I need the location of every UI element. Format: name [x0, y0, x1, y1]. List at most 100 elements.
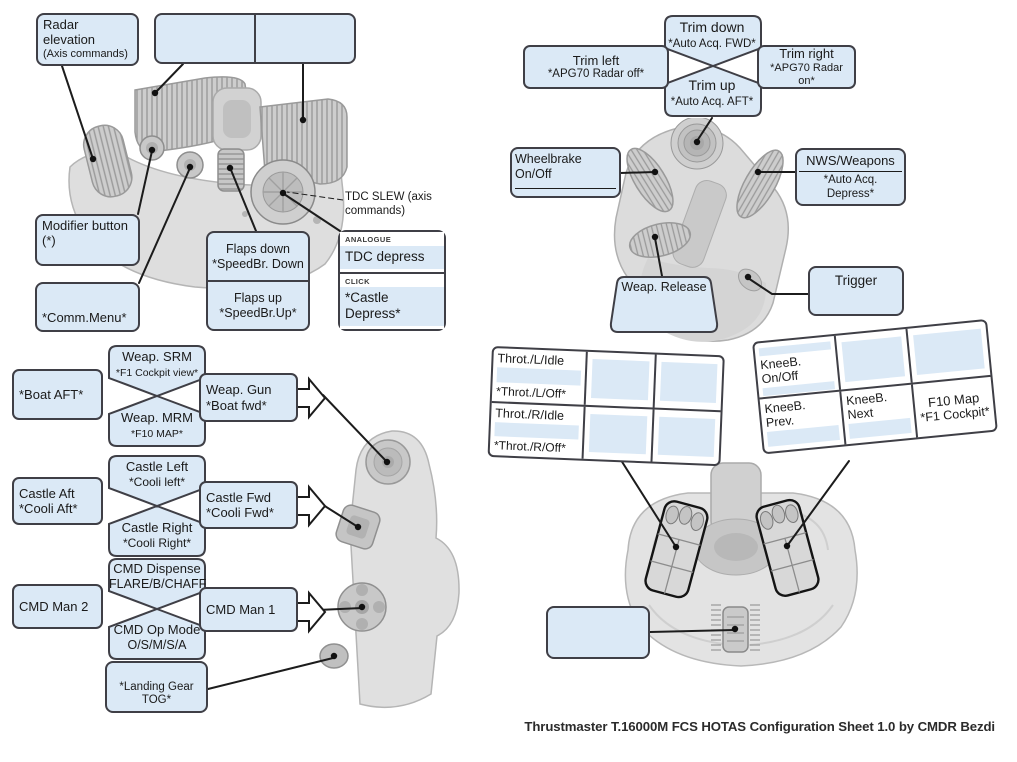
cmd-hat-right: CMD Man 1: [199, 587, 298, 632]
cmd-hat-cluster: CMD Man 2 CMD Man 1 CMD Dispense FLARE/B…: [12, 557, 342, 663]
cmd-hat-up-label: CMD Dispense: [113, 561, 201, 576]
landing-gear-label: *Landing Gear TOG*: [119, 680, 194, 707]
nws-weapons-sub: *Auto Acq. Depress*: [823, 174, 878, 200]
castle-depress-label: *Castle Depress*: [340, 287, 444, 327]
radar-elevation-callout: Radar elevation (Axis commands): [36, 13, 139, 66]
castle-hat-up-label: Castle Left: [125, 459, 189, 474]
throttle-left-off-label: *Throt./L/Off*: [495, 383, 567, 401]
callout-arrow-icon: [296, 376, 327, 420]
cmd-hat-down: CMD Op Mode O/S/M/S/A: [109, 622, 205, 652]
analogue-header: ANALOGUE: [345, 234, 392, 244]
weap-hat-left-label: *Boat AFT*: [19, 386, 84, 402]
castle-hat-up: Castle Left *Cooli left*: [109, 459, 205, 489]
weap-hat-cluster: *Boat AFT* Weap. Gun *Boat fwd* Weap. SR…: [12, 344, 342, 448]
cmd-hat-down-sub: O/S/M/S/A: [127, 637, 187, 652]
castle-hat-left-label: Castle Aft: [19, 485, 75, 501]
trim-down-cell: Trim down *Auto Acq. FWD*: [664, 19, 760, 51]
trim-up-cell: Trim up *Auto Acq. AFT*: [664, 77, 760, 109]
modifier-button-callout: Modifier button (*): [35, 214, 140, 266]
paddle-buttons-callout: [154, 13, 356, 64]
table-row: Throt./L/Idle *Throt./L/Off*: [492, 348, 723, 410]
trim-down-sub: *Auto Acq. FWD*: [668, 37, 756, 50]
trim-up-label: Trim up: [688, 77, 736, 93]
weap-hat-left: *Boat AFT*: [12, 369, 103, 420]
tdc-slew-label: TDC SLEW (axis commands): [345, 190, 445, 219]
click-header: CLICK: [345, 276, 370, 286]
callout-arrow-icon: [296, 484, 327, 528]
landing-gear-callout: *Landing Gear TOG*: [105, 661, 208, 713]
cmd-hat-up: CMD Dispense FLARE/B/CHAFF: [109, 561, 207, 591]
throttle-right-idle-cell: Throt./R/Idle *Throt./R/Off*: [490, 403, 584, 459]
trim-hat-center: Trim down *Auto Acq. FWD* Trim up *Auto …: [661, 14, 765, 118]
tdc-slew-line2: commands): [345, 205, 406, 218]
cmd-hat-left-label: CMD Man 2: [19, 598, 89, 614]
flaps-up-sub: *SpeedBr.Up*: [219, 305, 297, 320]
throttle-right-off-label: *Throt./R/Off*: [493, 438, 567, 456]
hat-center-shape: [108, 345, 206, 447]
table-row: Throt./R/Idle *Throt./R/Off*: [489, 400, 721, 465]
trim-up-sub: *Auto Acq. AFT*: [670, 95, 754, 108]
trim-hat-cluster: Trim left *APG70 Radar off* Trim right *…: [523, 14, 858, 120]
kneeboard-next-label: KneeB. Next: [845, 389, 888, 422]
castle-hat-cluster: Castle Aft *Cooli Aft* Castle Fwd *Cooli…: [12, 454, 342, 558]
kneeboard-table: KneeB. On/Off KneeB. Prev. KneeB. Next F…: [752, 318, 998, 455]
weap-release-callout: Weap. Release: [608, 275, 720, 335]
cmd-hat-center: CMD Dispense FLARE/B/CHAFF CMD Op Mode O…: [106, 557, 208, 661]
weap-hat-down-sub: *F10 MAP*: [131, 427, 183, 440]
cmd-hat-right-label: CMD Man 1: [206, 601, 276, 617]
trim-left-sub: *APG70 Radar off*: [547, 67, 645, 80]
empty-cell: [652, 354, 723, 410]
castle-hat-right-label: Castle Fwd: [206, 489, 272, 505]
flaps-down-cell: Flaps down *SpeedBr. Down: [208, 233, 308, 280]
castle-hat-up-sub: *Cooli left*: [128, 474, 186, 489]
weap-release-label: Weap. Release: [621, 280, 707, 294]
trigger-label: Trigger: [834, 273, 878, 288]
trim-hat-right: Trim right *APG70 Radar on*: [757, 45, 856, 89]
castle-hat-down-sub: *Cooli Right*: [122, 535, 192, 550]
callout-arrow-icon: [296, 590, 327, 634]
trim-left-label: Trim left: [572, 52, 620, 68]
hat-center-shape: [108, 558, 206, 660]
weap-hat-right-label: Weap. Gun: [206, 382, 272, 398]
nws-weapons-callout: NWS/Weapons *Auto Acq. Depress*: [795, 148, 906, 206]
weap-hat-down: Weap. MRM *F10 MAP*: [109, 410, 205, 440]
empty-cell: [583, 351, 655, 407]
f10-map-cell: F10 Map *F1 Cockpit*: [910, 376, 996, 438]
empty-cell: [833, 328, 911, 390]
modifier-button-label: Modifier button (*): [42, 218, 128, 249]
wheelbrake-callout: Wheelbrake On/Off: [510, 147, 621, 198]
radar-elevation-sub: (Axis commands): [43, 47, 128, 60]
weap-hat-up: Weap. SRM *F1 Cockpit view*: [109, 349, 205, 379]
trim-hat-left: Trim left *APG70 Radar off*: [523, 45, 669, 89]
trim-right-label: Trim right: [779, 46, 834, 62]
comm-menu-callout: *Comm.Menu*: [35, 282, 140, 332]
weap-hat-right: Weap. Gun *Boat fwd*: [199, 373, 298, 422]
slider-callout: [546, 606, 650, 659]
castle-hat-down: Castle Right *Cooli Right*: [109, 520, 205, 550]
weap-hat-down-label: Weap. MRM: [121, 410, 193, 425]
tdc-click-cell: CLICK *Castle Depress*: [340, 271, 444, 330]
flaps-down-label: Flaps down: [226, 241, 290, 256]
castle-hat-down-label: Castle Right: [121, 520, 193, 535]
flaps-callout: Flaps down *SpeedBr. Down Flaps up *Spee…: [206, 231, 310, 331]
castle-hat-right-sub: *Cooli Fwd*: [206, 505, 274, 520]
flaps-up-cell: Flaps up *SpeedBr.Up*: [208, 280, 308, 329]
castle-hat-right: Castle Fwd *Cooli Fwd*: [199, 481, 298, 529]
weap-hat-center: Weap. SRM *F1 Cockpit view* Weap. MRM *F…: [106, 344, 208, 448]
tdc-slew-line1: TDC SLEW (axis: [345, 191, 432, 203]
empty-binding-strip: [494, 421, 579, 440]
cmd-hat-down-label: CMD Op Mode: [113, 622, 201, 637]
tdc-depress-label: TDC depress: [340, 245, 444, 269]
kneeboard-next-cell: KneeB. Next: [839, 384, 917, 445]
kneeboard-onoff-label: KneeB. On/Off: [759, 354, 802, 387]
weap-hat-up-label: Weap. SRM: [122, 349, 192, 364]
kneeboard-onoff-cell: KneeB. On/Off: [754, 336, 839, 397]
castle-hat-center: Castle Left *Cooli left* Castle Right *C…: [106, 454, 208, 558]
hat-center-shape: [664, 15, 762, 117]
cmd-hat-up-sub: FLARE/B/CHAFF: [109, 576, 207, 591]
empty-binding-strip: [496, 367, 582, 386]
throttle-right-idle-label: Throt./R/Idle: [495, 405, 565, 423]
weap-hat-up-sub: *F1 Cockpit view*: [115, 366, 199, 379]
cmd-hat-left: CMD Man 2: [12, 584, 103, 629]
